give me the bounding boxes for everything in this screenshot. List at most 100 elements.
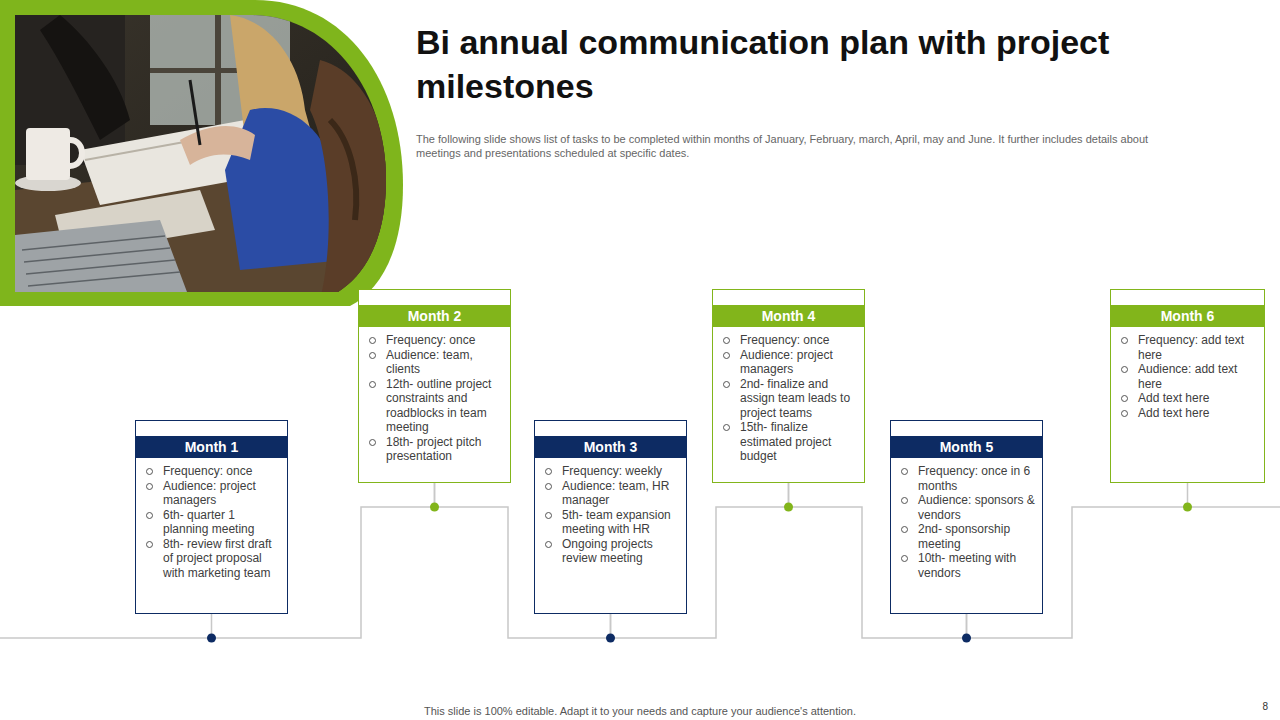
bullet	[901, 468, 908, 475]
task-text: 12th- outline project constraints and ro…	[386, 377, 491, 435]
timeline-dot	[430, 503, 439, 512]
month-heading: Month 5	[891, 436, 1042, 458]
slide-subtitle: The following slide shows list of tasks …	[416, 132, 1161, 160]
month-heading: Month 6	[1111, 305, 1264, 327]
task-list: Frequency: add text hereAudience: add te…	[1111, 327, 1264, 430]
bullet	[146, 468, 153, 475]
task-text: Ongoing projects review meeting	[562, 537, 653, 566]
task-item: Audience: project managers	[145, 479, 281, 508]
bullet	[545, 483, 552, 490]
task-text: 5th- team expansion meeting with HR	[562, 508, 671, 537]
bullet	[369, 337, 376, 344]
month-heading: Month 2	[359, 305, 510, 327]
task-text: 8th- review first draft of project propo…	[163, 537, 272, 580]
task-item: Frequency: once in 6 months	[900, 464, 1036, 493]
month-heading: Month 1	[136, 436, 287, 458]
task-item: 12th- outline project constraints and ro…	[368, 377, 504, 435]
timeline-line	[1188, 506, 1280, 508]
bullet	[1121, 337, 1128, 344]
task-text: 2nd- sponsorship meeting	[918, 522, 1010, 551]
milestone-box: Month 2Frequency: onceAudience: team, cl…	[358, 289, 511, 483]
task-item: 2nd- sponsorship meeting	[900, 522, 1036, 551]
timeline-dot	[962, 634, 971, 643]
task-text: 6th- quarter 1 planning meeting	[163, 508, 254, 537]
task-text: 10th- meeting with vendors	[918, 551, 1016, 580]
task-text: Frequency: once	[386, 333, 475, 347]
task-item: Add text here	[1120, 406, 1258, 421]
timeline-dot	[784, 503, 793, 512]
bullet	[1121, 410, 1128, 417]
task-text: Frequency: add text here	[1138, 333, 1244, 362]
task-text: Audience: team, clients	[386, 348, 473, 377]
task-text: Frequency: weekly	[562, 464, 662, 478]
timeline-dot	[606, 634, 615, 643]
bullet	[723, 381, 730, 388]
month-heading: Month 3	[535, 436, 686, 458]
bullet	[545, 468, 552, 475]
milestone-box: Month 4Frequency: onceAudience: project …	[712, 289, 865, 483]
task-item: 6th- quarter 1 planning meeting	[145, 508, 281, 537]
task-list: Frequency: onceAudience: team, clients12…	[359, 327, 510, 474]
task-item: Audience: team, HR manager	[544, 479, 680, 508]
task-list: Frequency: onceAudience: project manager…	[713, 327, 864, 474]
bullet	[369, 352, 376, 359]
task-text: Audience: team, HR manager	[562, 479, 669, 508]
task-item: Frequency: add text here	[1120, 333, 1258, 362]
task-text: Frequency: once	[163, 464, 252, 478]
task-list: Frequency: weeklyAudience: team, HR mana…	[535, 458, 686, 576]
task-text: 18th- project pitch presentation	[386, 435, 481, 464]
task-text: Frequency: once in 6 months	[918, 464, 1030, 493]
task-item: 8th- review first draft of project propo…	[145, 537, 281, 581]
bullet	[1121, 395, 1128, 402]
slide-title: Bi annual communication plan with projec…	[416, 20, 1116, 108]
task-item: Audience: sponsors & vendors	[900, 493, 1036, 522]
bullet	[723, 352, 730, 359]
task-list: Frequency: once in 6 monthsAudience: spo…	[891, 458, 1042, 590]
timeline-line	[0, 637, 212, 639]
task-text: 15th- finalize estimated project budget	[740, 420, 831, 463]
footer-note: This slide is 100% editable. Adapt it to…	[0, 704, 1280, 718]
task-text: Add text here	[1138, 406, 1209, 420]
task-item: 2nd- finalize and assign team leads to p…	[722, 377, 858, 421]
milestone-box: Month 6Frequency: add text hereAudience:…	[1110, 289, 1265, 483]
task-item: 10th- meeting with vendors	[900, 551, 1036, 580]
bullet	[723, 337, 730, 344]
task-item: 18th- project pitch presentation	[368, 435, 504, 464]
bullet	[545, 541, 552, 548]
milestone-box: Month 5Frequency: once in 6 monthsAudien…	[890, 420, 1043, 614]
photo	[0, 0, 410, 312]
milestone-box: Month 1Frequency: onceAudience: project …	[135, 420, 288, 614]
milestone-box: Month 3Frequency: weeklyAudience: team, …	[534, 420, 687, 614]
photo-illustration	[0, 0, 410, 312]
task-item: Frequency: weekly	[544, 464, 680, 479]
task-text: Audience: project managers	[740, 348, 833, 377]
photo-frame	[0, 0, 403, 306]
bullet	[545, 512, 552, 519]
task-item: Audience: add text here	[1120, 362, 1258, 391]
task-item: Add text here	[1120, 391, 1258, 406]
task-list: Frequency: onceAudience: project manager…	[136, 458, 287, 590]
bullet	[1121, 366, 1128, 373]
bullet	[901, 497, 908, 504]
task-item: Ongoing projects review meeting	[544, 537, 680, 566]
task-item: 15th- finalize estimated project budget	[722, 420, 858, 464]
bullet	[146, 483, 153, 490]
task-item: Audience: team, clients	[368, 348, 504, 377]
task-text: Audience: sponsors & vendors	[918, 493, 1035, 522]
task-item: Audience: project managers	[722, 348, 858, 377]
task-text: Frequency: once	[740, 333, 829, 347]
timeline-dot	[1183, 503, 1192, 512]
task-item: Frequency: once	[368, 333, 504, 348]
bullet	[901, 526, 908, 533]
page-number: 8	[1230, 700, 1268, 714]
task-item: Frequency: once	[722, 333, 858, 348]
bullet	[369, 381, 376, 388]
timeline-dot	[207, 634, 216, 643]
task-text: Audience: project managers	[163, 479, 256, 508]
bullet	[901, 555, 908, 562]
month-heading: Month 4	[713, 305, 864, 327]
task-item: 5th- team expansion meeting with HR	[544, 508, 680, 537]
bullet	[369, 439, 376, 446]
task-item: Frequency: once	[145, 464, 281, 479]
